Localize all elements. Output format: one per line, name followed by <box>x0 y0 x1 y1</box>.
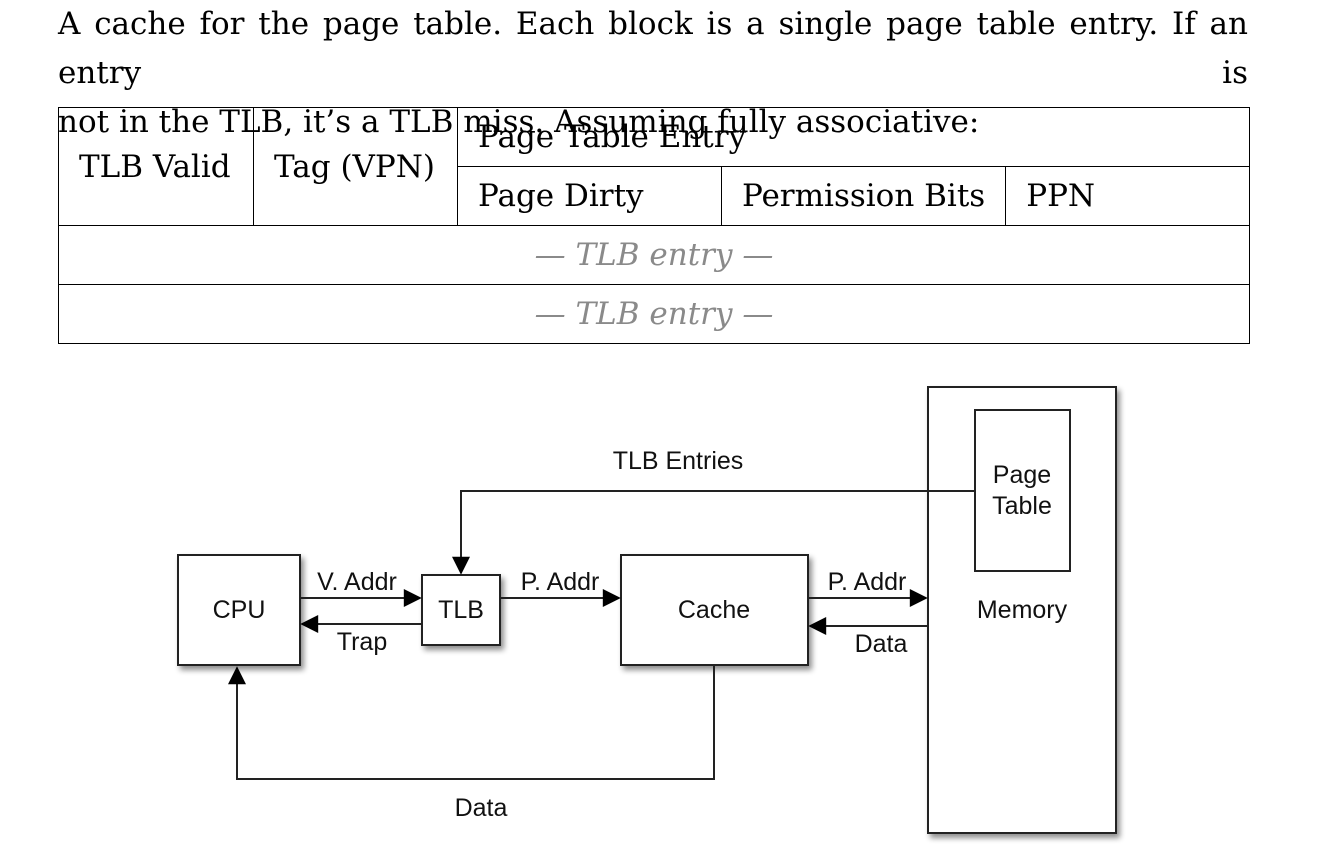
data-memory-label: Data <box>855 630 908 658</box>
table-header-row-2: Page Dirty Permission Bits PPN <box>59 166 1250 226</box>
header-page-table-entry: Page Table Entry <box>457 107 1250 167</box>
tlb-diagram: Page Table Memory CPU TLB Cache TLB Entr… <box>177 386 1117 834</box>
tlb-table: TLB Valid Tag (VPN) Page Table Entry Pag… <box>58 107 1250 344</box>
memory-label: Memory <box>977 596 1068 624</box>
intro-line-1: A cache for the page table. Each block i… <box>58 6 1248 91</box>
tlb-entry-cell: — TLB entry — <box>58 284 1250 344</box>
page-table-label-1: Page <box>993 461 1051 489</box>
header-page-dirty: Page Dirty <box>457 166 722 226</box>
tlb-entries-label: TLB Entries <box>613 447 744 475</box>
tlb-label: TLB <box>438 596 484 624</box>
table-header-row-1: TLB Valid Tag (VPN) Page Table Entry <box>58 107 1250 226</box>
header-ppn: PPN <box>1005 166 1250 226</box>
data-bottom-label: Data <box>455 794 508 822</box>
trap-label: Trap <box>337 628 387 656</box>
page-table-label-2: Table <box>992 492 1052 520</box>
cache-label: Cache <box>678 596 750 624</box>
table-row: — TLB entry — <box>58 284 1250 344</box>
page-table-box <box>974 409 1071 572</box>
vaddr-label: V. Addr <box>317 568 397 596</box>
header-tag-vpn: Tag (VPN) <box>253 107 458 226</box>
paddr-label-2: P. Addr <box>828 568 907 596</box>
tlb-entry-cell: — TLB entry — <box>58 225 1250 285</box>
cpu-box <box>177 554 301 666</box>
paddr-label-1: P. Addr <box>521 568 600 596</box>
tlb-entries-arrow <box>452 490 975 575</box>
cpu-label: CPU <box>213 596 266 624</box>
cache-box <box>620 554 809 666</box>
tlb-box <box>421 574 501 646</box>
data-cache-cpu-arrow <box>228 666 715 780</box>
table-row: — TLB entry — <box>58 225 1250 285</box>
header-tlb-valid: TLB Valid <box>58 107 254 226</box>
header-permission-bits: Permission Bits <box>720 166 1007 226</box>
